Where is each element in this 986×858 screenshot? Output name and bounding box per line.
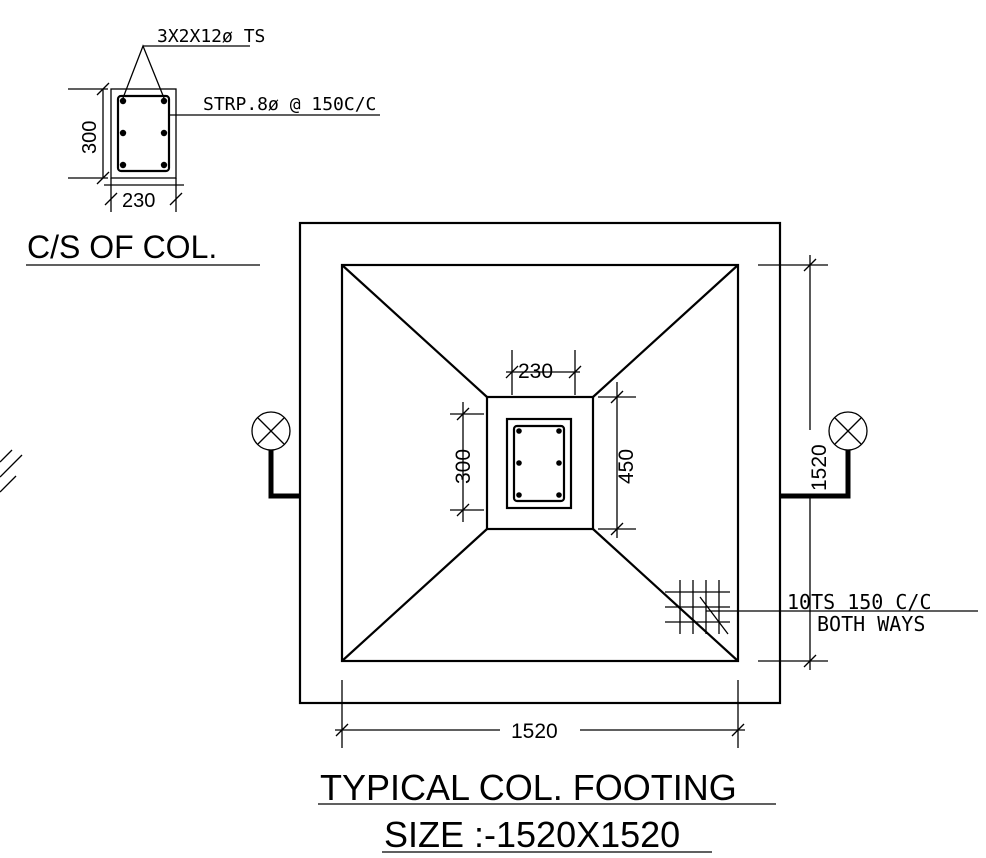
- footing-side-dim-vertical-label: 1520: [808, 444, 831, 491]
- rebar-dot: [556, 428, 562, 434]
- dim-tick: [803, 258, 817, 272]
- reinf-note-line2: BOTH WAYS: [817, 612, 925, 636]
- slope-line: [592, 528, 739, 662]
- column-outline: [110, 88, 177, 179]
- rebar-dot: [119, 161, 127, 169]
- dim-label-mask: [800, 430, 822, 496]
- dim-tick: [96, 171, 110, 185]
- column-section-detail: 3X2X12ø TS STRP.8ø @ 150C/C 300 230 C/S …: [26, 26, 380, 266]
- dim-tick: [505, 365, 519, 379]
- bar-note-leader: [122, 44, 165, 99]
- footing-col-height-dim-label: 300: [452, 449, 475, 484]
- rebar-dot: [160, 129, 168, 137]
- rebar-dot: [119, 97, 127, 105]
- section-arrow-left: [268, 450, 300, 499]
- dim-tick: [169, 192, 183, 206]
- footing-title: TYPICAL COL. FOOTING: [320, 767, 737, 808]
- rebar-dot: [160, 161, 168, 169]
- dim-tick: [456, 503, 470, 517]
- section-marker-right: [780, 411, 868, 499]
- rebar-dot: [119, 129, 127, 137]
- reinf-note-line1: 10TS 150 C/C: [787, 590, 932, 614]
- footing-side-dim-horizontal-label: 1520: [511, 720, 558, 743]
- dim-tick: [456, 407, 470, 421]
- col-width-dim-label: 230: [122, 190, 155, 212]
- column-stirrup: [512, 424, 566, 503]
- column-section-title: C/S OF COL.: [27, 229, 217, 265]
- slope-line: [341, 528, 488, 662]
- stirrup-note-label: STRP.8ø @ 150C/C: [203, 94, 376, 115]
- footing-col-width-dim-label: 230: [518, 360, 553, 383]
- pedestal-outline: [485, 395, 595, 531]
- dim-label-mask: [500, 716, 580, 744]
- rebar-dot: [556, 460, 562, 466]
- column-stirrup: [116, 94, 171, 173]
- footing-subtitle: SIZE :-1520X1520: [384, 814, 680, 855]
- column-outline: [505, 417, 573, 510]
- rebar-dot: [516, 460, 522, 466]
- rebar-dot: [516, 492, 522, 498]
- hatch-marks: [0, 449, 23, 493]
- pedestal-height-dim-label: 450: [615, 449, 638, 484]
- col-height-dim-label: 300: [79, 121, 101, 154]
- rebar-dot: [516, 428, 522, 434]
- footing-outer-outline: [298, 221, 782, 705]
- dim-tick: [335, 723, 349, 737]
- dim-tick: [568, 365, 582, 379]
- footing-slope-outline: [340, 263, 740, 663]
- rebar-dot: [160, 97, 168, 105]
- slope-line: [592, 264, 739, 398]
- dim-tick: [803, 654, 817, 668]
- dim-tick: [96, 82, 110, 96]
- footing-plan: 230 300 450 1520 1520: [251, 221, 978, 855]
- reinforcement-mesh-symbol: [665, 580, 730, 635]
- dim-tick: [610, 522, 624, 536]
- dim-tick: [610, 390, 624, 404]
- dim-tick: [731, 723, 745, 737]
- dim-tick: [104, 192, 118, 206]
- bar-note-label: 3X2X12ø TS: [157, 26, 265, 47]
- section-arrow-right: [780, 450, 851, 499]
- rebar-dot: [556, 492, 562, 498]
- slope-line: [341, 264, 488, 398]
- section-marker-left: [251, 411, 300, 499]
